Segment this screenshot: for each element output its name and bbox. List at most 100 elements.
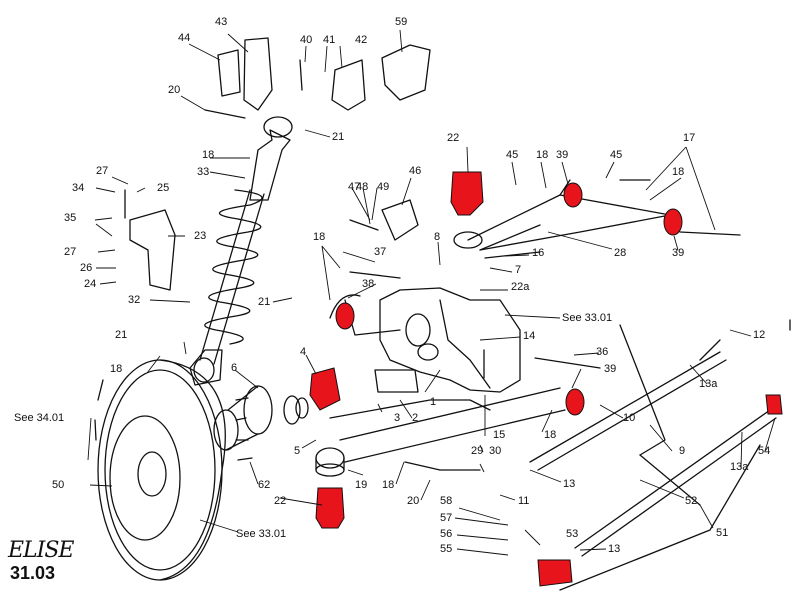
bracket-42 [331,59,366,111]
part-label: 55 [440,543,453,555]
part-label: 45 [610,149,623,161]
part-label: 40 [300,34,313,46]
part-label: 1 [430,396,437,408]
part-label: 22 [447,132,460,144]
part-label: 41 [323,34,336,46]
part-label: See 34.01 [14,412,65,424]
bush-22-bottom [315,487,345,529]
bush-53 [537,559,573,587]
bush-39-upper-b [663,208,683,236]
bush-39-upper-a [563,182,583,208]
part-label: 29 [471,445,484,457]
frame-lines [559,319,791,591]
bolts [124,59,741,471]
part-label: 10 [623,412,636,424]
track-rod-52 [574,409,777,557]
bracket-59 [381,44,431,101]
bush-39-lower [565,388,585,416]
bush-4 [309,367,341,411]
coil-spring [204,189,263,345]
damper [189,116,293,386]
part-label: 15 [493,429,506,441]
part-label: 12 [753,329,766,341]
part-label: 14 [523,330,536,342]
brand-logo: ELISE [8,538,74,563]
part-label: 39 [604,363,617,375]
part-label: 4 [300,346,307,358]
part-label: 7 [515,264,522,276]
part-label: 49 [377,181,390,193]
part-label: 42 [355,34,368,46]
part-label: 3 [394,412,401,424]
part-label: 11 [518,495,530,507]
part-label: 2 [412,412,419,424]
part-label: 13a [730,461,749,473]
part-label: 20 [407,495,420,507]
part-label: 44 [178,32,191,44]
part-label: 47 [348,181,361,193]
bush-54 [765,394,783,415]
part-label: 33 [197,166,210,178]
part-label: 30 [489,445,502,457]
part-label: 18 [672,166,685,178]
part-label: 18 [202,149,215,161]
part-label: 17 [683,132,696,144]
part-label: 21 [332,131,345,143]
part-label: 59 [395,16,408,28]
upright [374,287,521,393]
part-label: 39 [672,247,685,259]
bush-38 [335,302,355,330]
part-label: 35 [64,212,77,224]
part-label: See 33.01 [236,528,287,540]
part-label: 38 [362,278,375,290]
part-label: 18 [110,363,123,375]
part-label: 32 [128,294,141,306]
part-label: 28 [614,247,627,259]
part-label: 18 [536,149,549,161]
part-label: 43 [215,16,228,28]
part-label: 21 [258,296,271,308]
part-label: 21 [115,329,128,341]
track-rod-10 [529,339,727,471]
part-label: 51 [716,527,729,539]
part-label: 8 [434,231,441,243]
lower-wishbone [315,387,566,477]
part-label: 5 [294,445,301,457]
part-label: 25 [157,182,170,194]
part-label: 27 [64,246,77,258]
part-label: 52 [685,495,698,507]
part-label: 18 [382,479,395,491]
brake-disc [94,359,226,581]
part-label: 62 [258,479,271,491]
part-label: 36 [596,346,609,358]
part-label: 50 [52,479,65,491]
bracket-46 [381,199,419,241]
bracket-43-44 [217,37,273,111]
part-label: 39 [556,149,569,161]
figure-reference: 31.03 [10,563,56,583]
part-label: 16 [532,247,545,259]
part-label: 26 [80,262,93,274]
hub [213,385,309,461]
part-label: 34 [72,182,85,194]
part-label: 24 [84,278,97,290]
part-label: 6 [231,362,238,374]
part-label: 19 [355,479,368,491]
part-label: 22 [274,495,287,507]
part-label: 37 [374,246,387,258]
part-label: 9 [679,445,686,457]
upper-wishbone [453,179,671,251]
part-label: 20 [168,84,181,96]
part-label: 27 [96,165,109,177]
part-label: 45 [506,149,519,161]
part-label: 23 [194,230,207,242]
part-label: 13a [699,378,718,390]
part-label: 48 [356,181,369,193]
part-label: 13 [608,543,621,555]
part-label: 46 [409,165,422,177]
part-label: 18 [544,429,557,441]
part-label: 58 [440,495,453,507]
part-label: 13 [563,478,576,490]
part-label: 22a [511,281,530,293]
